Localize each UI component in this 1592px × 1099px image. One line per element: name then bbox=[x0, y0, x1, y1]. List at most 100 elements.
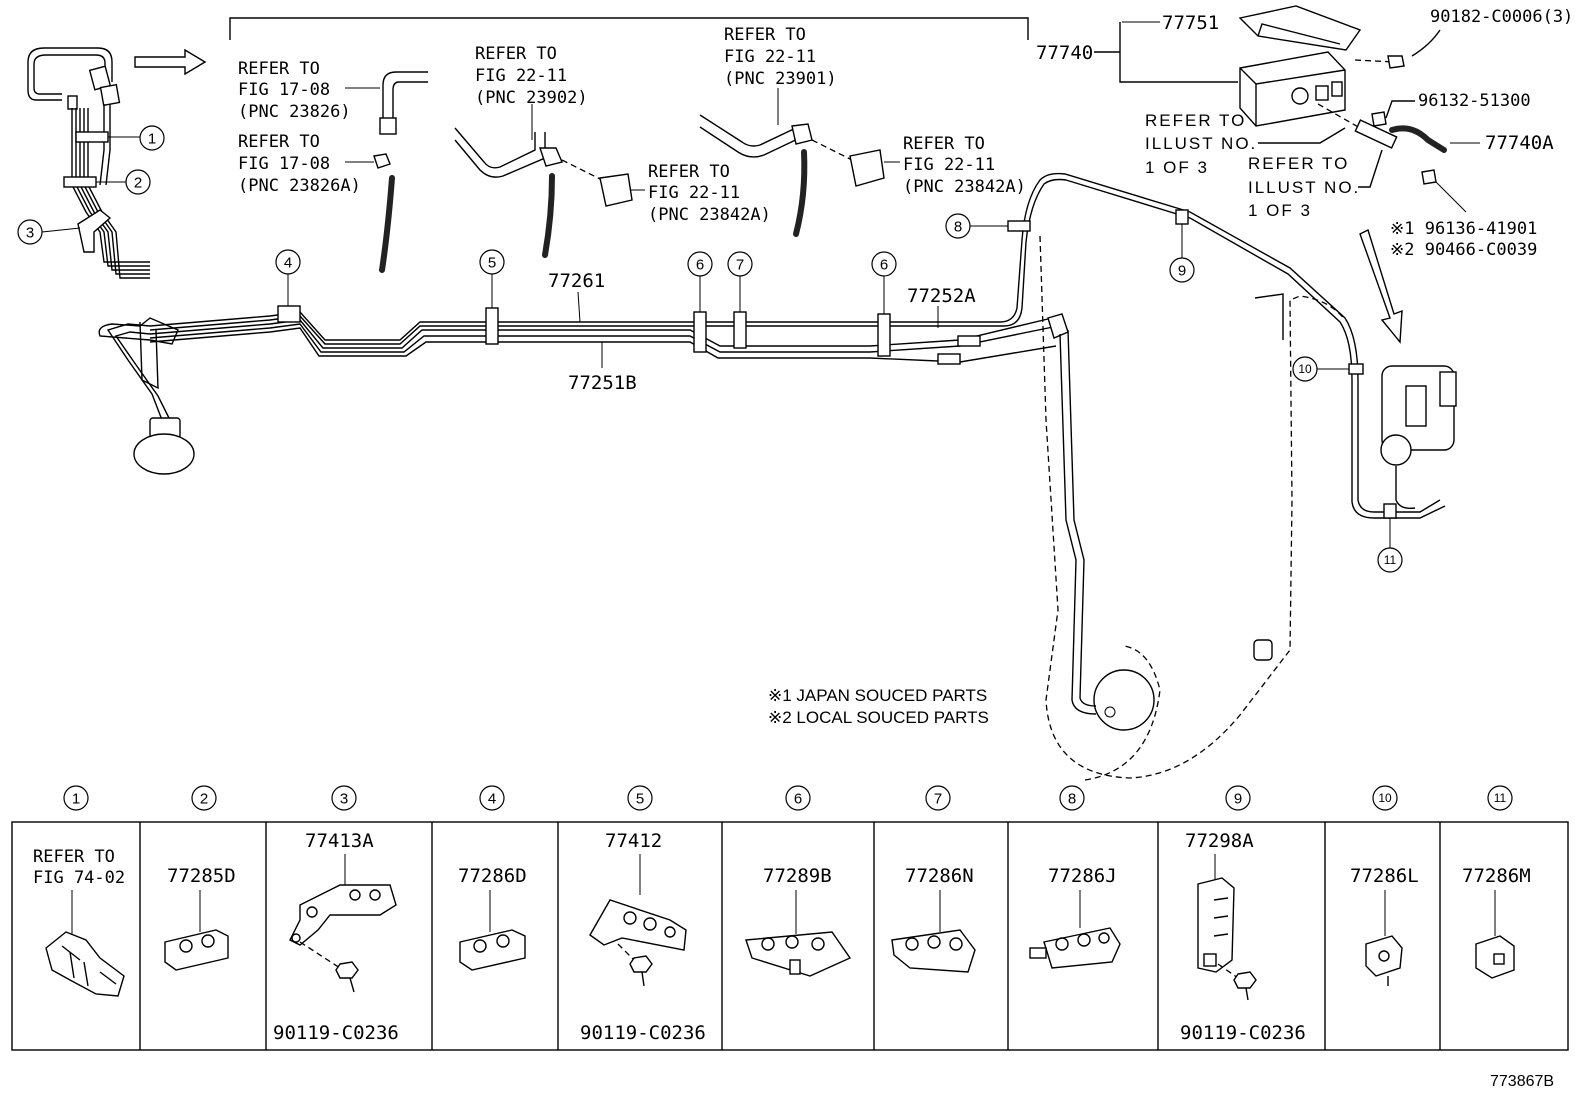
callout-number: 11 bbox=[1384, 553, 1397, 567]
bolt-icon bbox=[629, 955, 653, 987]
ref-label-line: REFER TO bbox=[903, 134, 985, 154]
bolt-icon bbox=[1233, 971, 1257, 1001]
callout-circle: 5 bbox=[479, 249, 505, 275]
arrow-down-icon bbox=[1359, 229, 1403, 344]
table-header-circle: 5 bbox=[627, 785, 653, 811]
callout-circle: 8 bbox=[945, 213, 971, 239]
ref-label-4: REFER TO FIG 22-11 (PNC 23842A) bbox=[648, 162, 771, 225]
callout-circle: 4 bbox=[275, 249, 301, 275]
legend-line: ※2 LOCAL SOUCED PARTS bbox=[768, 708, 989, 727]
figure-id: 773867B bbox=[1490, 1073, 1554, 1090]
ref-label-line: REFER TO bbox=[238, 59, 320, 79]
ref-label-line: FIG 22-11 bbox=[724, 47, 816, 67]
table-header-circle: 11 bbox=[1487, 785, 1513, 811]
ref-label-line: (PNC 23826) bbox=[238, 102, 351, 122]
callout-circle: 9 bbox=[1169, 257, 1195, 283]
table-header-circle: 3 bbox=[331, 785, 357, 811]
table-cell-9: 77298A 90119-C0236 bbox=[1180, 830, 1306, 1044]
table-header-number: 1 bbox=[72, 790, 80, 807]
table-header-number: 7 bbox=[934, 790, 942, 807]
table-header-number: 9 bbox=[1234, 790, 1242, 807]
ref-pipe-3 bbox=[699, 88, 900, 237]
cell-part-number: 77286D bbox=[458, 865, 527, 887]
cell-part-number: 77286L bbox=[1350, 865, 1419, 887]
cell-bolt-number: 90119-C0236 bbox=[580, 1022, 706, 1044]
table-header-circle: 1 bbox=[63, 785, 89, 811]
illust-ref-1: REFER TO ILLUST NO. 1 OF 3 bbox=[1145, 111, 1255, 177]
table-cell-7: 77286N bbox=[891, 865, 976, 973]
parts-table: 1 2 3 4 5 6 7 8 9 10 11 REFER TO FIG 74-… bbox=[11, 785, 1569, 1051]
ref-label-line: (PNC 23826A) bbox=[238, 176, 361, 196]
cell-part-number: 77286M bbox=[1462, 865, 1531, 887]
table-header-circle: 2 bbox=[191, 785, 217, 811]
table-header-circle: 7 bbox=[925, 785, 951, 811]
illust-ref-line: REFER TO bbox=[1248, 154, 1349, 173]
ref-label-1: REFER TO FIG 17-08 (PNC 23826) bbox=[238, 59, 351, 122]
table-cell-11: 77286M bbox=[1462, 865, 1531, 979]
callout-number: 8 bbox=[954, 218, 962, 235]
callout-number: 6 bbox=[880, 256, 888, 273]
callout-circle: 11 bbox=[1377, 547, 1403, 573]
illust-ref-line: 1 OF 3 bbox=[1145, 158, 1209, 177]
table-header-circle: 8 bbox=[1059, 785, 1085, 811]
ref-label-line: FIG 17-08 bbox=[238, 154, 330, 174]
ref-pipe-2 bbox=[454, 104, 645, 258]
callout-number: 3 bbox=[26, 224, 34, 241]
table-header-number: 8 bbox=[1068, 790, 1076, 807]
ref-label-line: (PNC 23842A) bbox=[648, 205, 771, 225]
illust-ref-line: REFER TO bbox=[1145, 111, 1246, 130]
ref-label-6: REFER TO FIG 22-11 (PNC 23842A) bbox=[903, 134, 1026, 197]
callout-number: 9 bbox=[1178, 262, 1186, 279]
ref-label-5: REFER TO FIG 22-11 (PNC 23901) bbox=[724, 25, 837, 89]
arrow-right-icon bbox=[134, 48, 207, 76]
part-number-label: 77252A bbox=[907, 285, 976, 307]
cell-bolt-number: 90119-C0236 bbox=[273, 1022, 399, 1044]
part-number-label: 77740A bbox=[1485, 132, 1554, 154]
ref-label-2: REFER TO FIG 17-08 (PNC 23826A) bbox=[238, 132, 361, 196]
ref-label-line: FIG 17-08 bbox=[238, 80, 330, 100]
note-line: ※1 96136-41901 bbox=[1390, 219, 1537, 239]
table-cell-1: REFER TO FIG 74-02 bbox=[33, 847, 125, 997]
table-cell-8: 77286J bbox=[1029, 865, 1121, 969]
table-header-number: 5 bbox=[636, 790, 644, 807]
part-number-label: 77261 bbox=[548, 270, 605, 292]
callout-number: 4 bbox=[284, 254, 292, 271]
callout-circle: 1 bbox=[139, 125, 165, 151]
clamp-2-shape bbox=[63, 176, 97, 188]
part-number-label: 96132-51300 bbox=[1418, 91, 1531, 111]
ref-pipe-1 bbox=[345, 71, 428, 273]
bolt-icon bbox=[335, 961, 359, 993]
table-header-circle: 4 bbox=[479, 785, 505, 811]
callout-number: 5 bbox=[488, 254, 496, 271]
clamp-3-shape bbox=[77, 209, 112, 253]
table-cell-2: 77285D bbox=[164, 865, 236, 971]
harness-assembly bbox=[27, 47, 150, 279]
illust-ref-line: 1 OF 3 bbox=[1248, 201, 1312, 220]
table-header-number: 2 bbox=[200, 790, 208, 807]
main-fuel-lines bbox=[98, 172, 1446, 731]
part-number-label: 90182-C0006(3) bbox=[1430, 7, 1573, 27]
callout-circle: 7 bbox=[727, 251, 753, 277]
callout-number: 10 bbox=[1298, 362, 1312, 376]
part-number-label: 77751 bbox=[1162, 12, 1219, 34]
ref-label-line: REFER TO bbox=[648, 162, 730, 182]
legend-line: ※1 JAPAN SOUCED PARTS bbox=[768, 686, 987, 705]
callout-number: 7 bbox=[736, 256, 744, 273]
table-header-circle: 9 bbox=[1225, 785, 1251, 811]
table-header-circle: 6 bbox=[785, 785, 811, 811]
cell-ref-line: REFER TO bbox=[33, 847, 115, 867]
cell-part-number: 77285D bbox=[167, 865, 236, 887]
callout-number: 2 bbox=[134, 174, 142, 191]
callout-circle: 6 bbox=[687, 251, 713, 277]
table-header-circle: 10 bbox=[1372, 785, 1398, 811]
ref-label-line: FIG 22-11 bbox=[648, 183, 740, 203]
canister-assembly bbox=[1094, 5, 1480, 213]
ref-label-line: REFER TO bbox=[724, 25, 806, 45]
cell-part-number: 77286N bbox=[905, 865, 974, 887]
ref-label-line: (PNC 23902) bbox=[475, 88, 588, 108]
table-cell-3: 77413A 90119-C0236 bbox=[273, 830, 399, 1044]
table-header-number: 10 bbox=[1378, 791, 1392, 805]
table-header-number: 11 bbox=[1494, 791, 1507, 805]
cell-part-number: 77298A bbox=[1185, 830, 1254, 852]
